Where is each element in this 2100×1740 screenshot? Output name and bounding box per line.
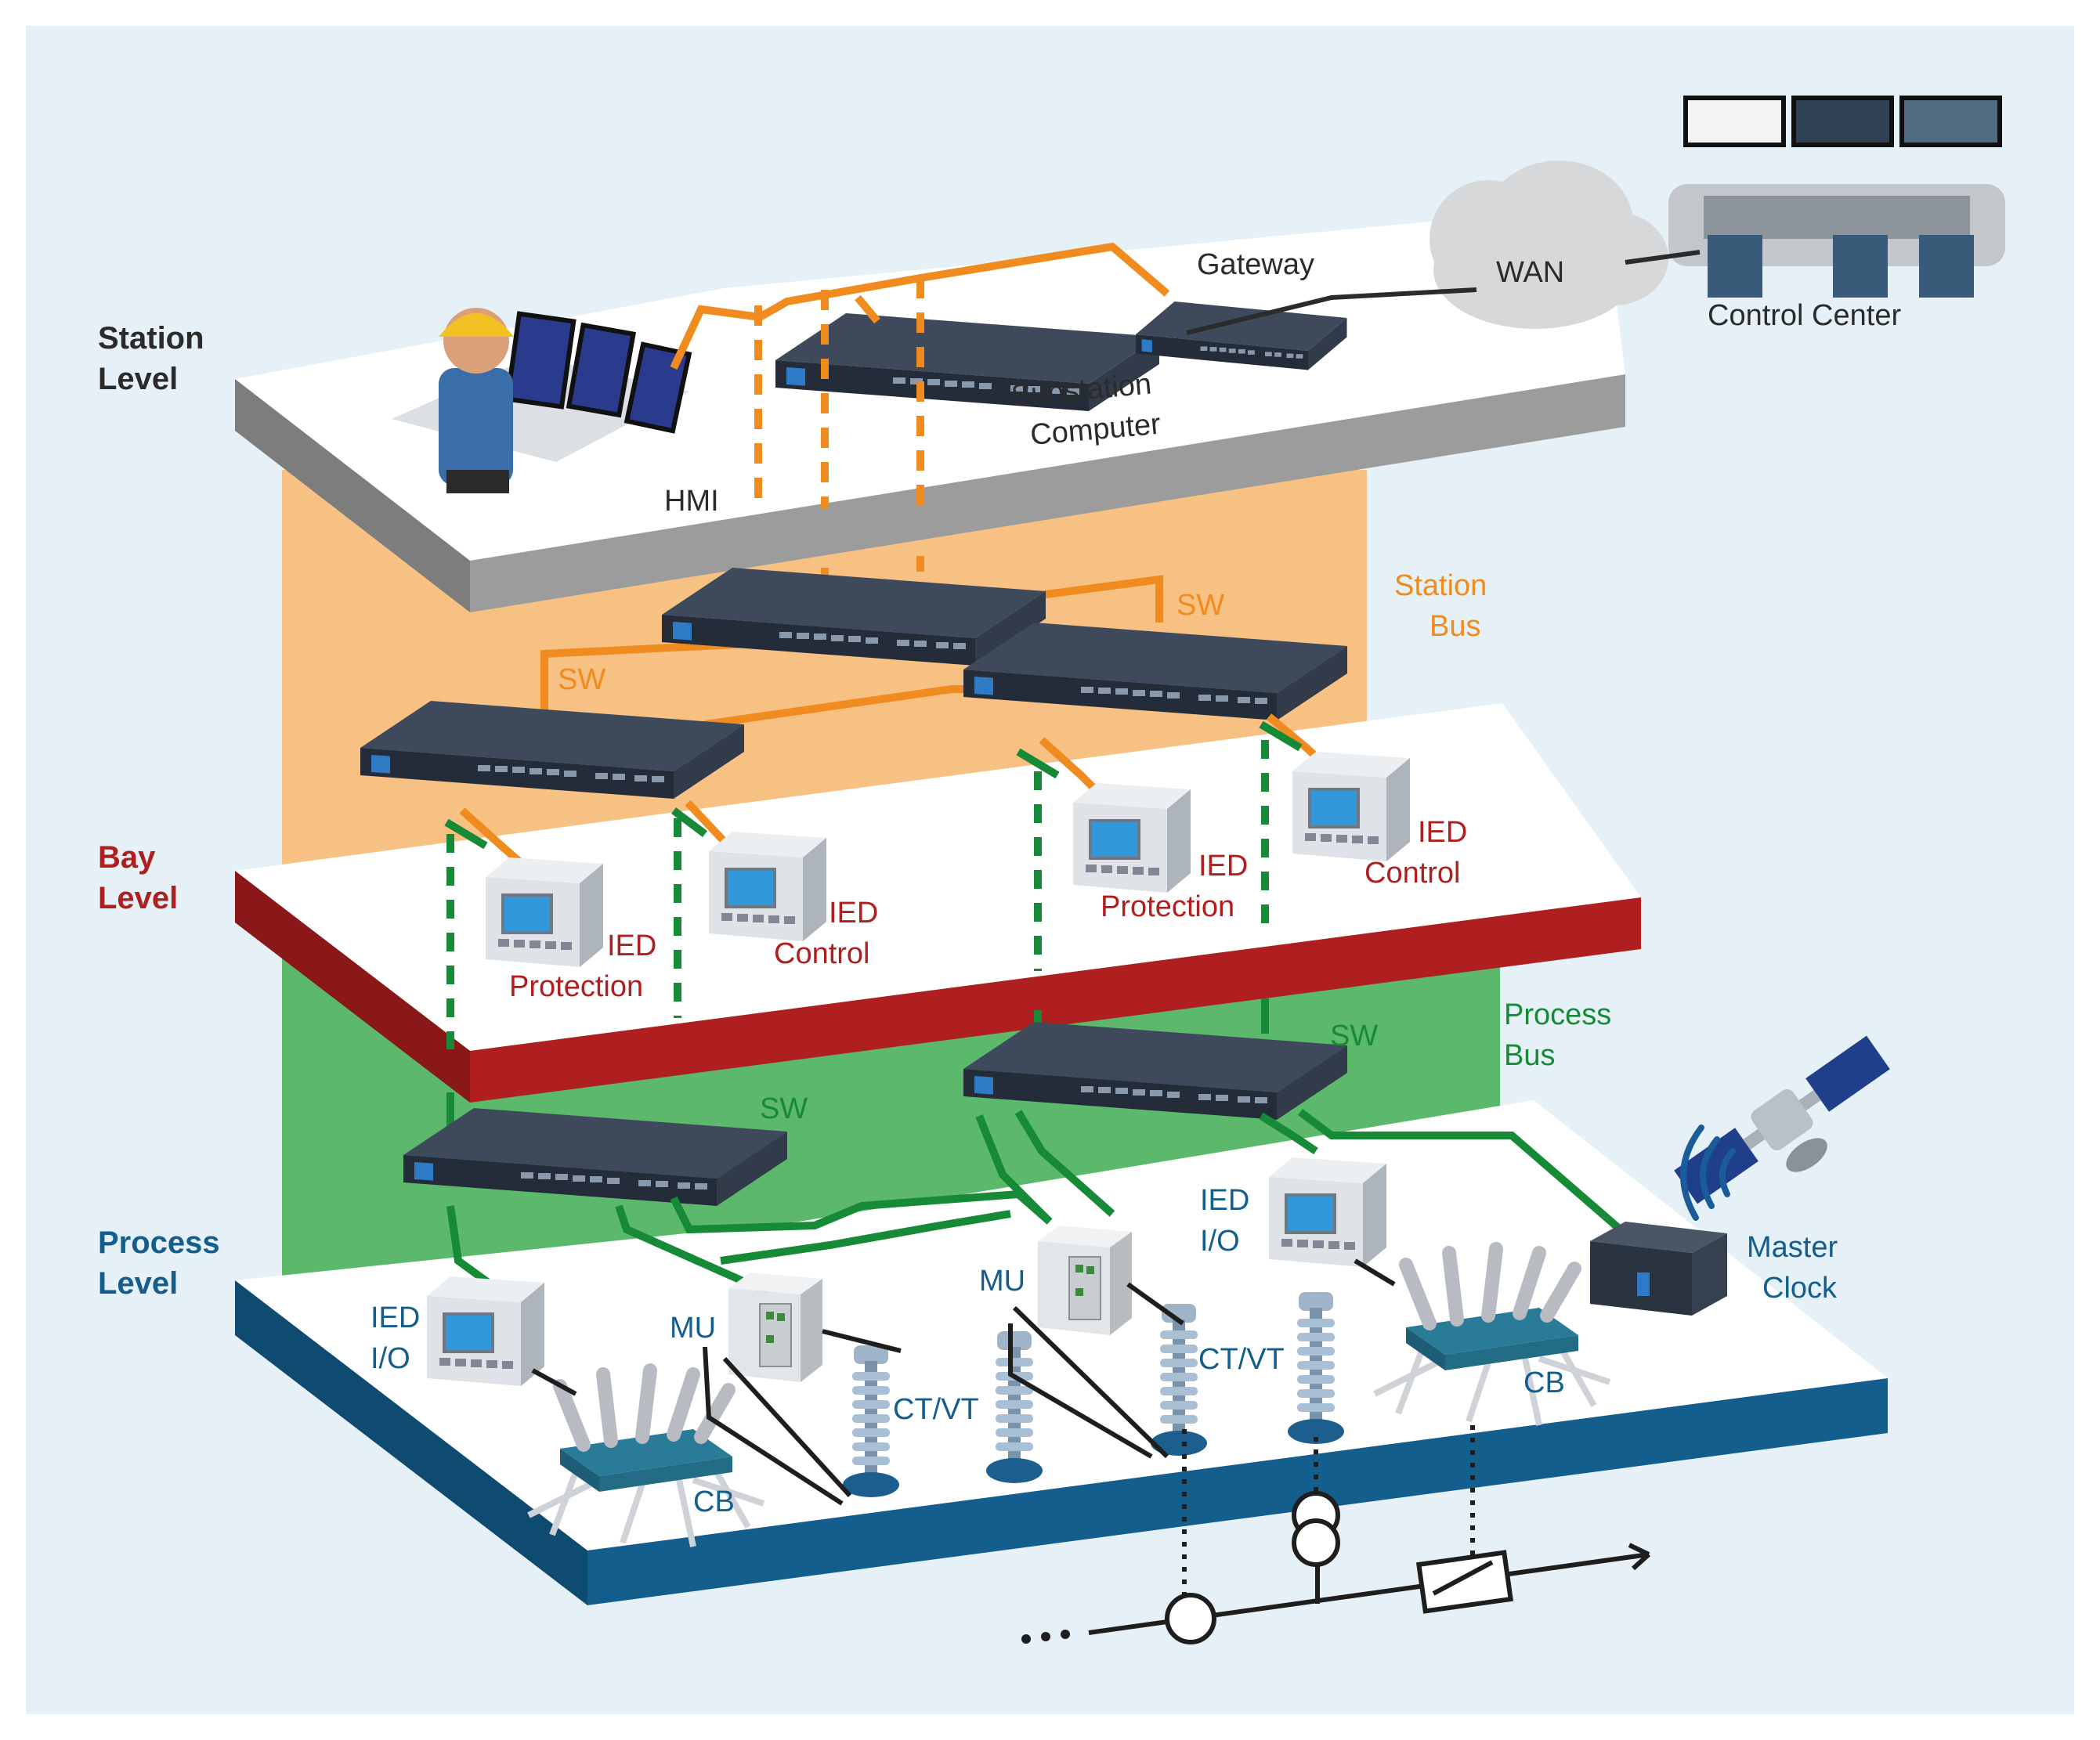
hmi-operator-workstation bbox=[392, 308, 692, 493]
ied-io-right-label-2: I/O bbox=[1200, 1225, 1240, 1258]
svg-text:Process Level: Process Level bbox=[98, 1226, 229, 1301]
station-bus-label-1: Station bbox=[1394, 569, 1487, 602]
svg-text:Process Bus: Process Bus bbox=[1504, 998, 1620, 1072]
svg-text:IED Protection: IED Protection bbox=[1101, 850, 1256, 923]
station-level-connections bbox=[670, 242, 1701, 370]
hmi-label: HMI bbox=[664, 485, 719, 518]
ied-protection-left bbox=[484, 856, 605, 969]
cb-label-left: CB bbox=[693, 1485, 735, 1518]
wan-cloud bbox=[1430, 161, 1668, 329]
svg-text:IED I/O: IED I/O bbox=[1200, 1184, 1258, 1258]
process-level-label-2: Level bbox=[98, 1266, 178, 1301]
ied-control-left-label-1: IED bbox=[829, 897, 878, 930]
process-bus-label-2: Bus bbox=[1504, 1039, 1555, 1072]
sw-label-right-process: SW bbox=[1330, 1020, 1378, 1052]
merging-unit-left bbox=[728, 1272, 823, 1383]
svg-text:Station Bus: Station Bus bbox=[1394, 569, 1495, 643]
ctvt-label-right: CT/VT bbox=[1198, 1343, 1285, 1376]
svg-text:Master Clock: Master Clock bbox=[1747, 1231, 1846, 1305]
ied-io-right bbox=[1267, 1156, 1388, 1269]
station-bus-dashed-links bbox=[754, 278, 924, 509]
cb-label-right: CB bbox=[1523, 1366, 1565, 1399]
bay-green-links bbox=[444, 720, 1303, 850]
master-clock-label-1: Master bbox=[1747, 1231, 1838, 1264]
wireless-signal-icon bbox=[1680, 1125, 1736, 1221]
control-center-room bbox=[1668, 96, 2005, 298]
sensor-wiring bbox=[531, 1258, 1396, 1506]
ied-protection-right bbox=[1072, 782, 1192, 894]
satellite-icon bbox=[1674, 1035, 1890, 1204]
process-level-label-1: Process bbox=[98, 1226, 220, 1260]
ied-io-left bbox=[425, 1275, 546, 1388]
merging-unit-right bbox=[1037, 1225, 1133, 1336]
bay-dashed-green-links bbox=[446, 740, 1269, 1049]
ied-io-left-label-1: IED bbox=[370, 1301, 420, 1334]
mu-label-left: MU bbox=[670, 1312, 716, 1345]
svg-text:IED Control: IED Control bbox=[1364, 816, 1476, 890]
sw-label-right-station: SW bbox=[1177, 589, 1224, 622]
station-bus-label-2: Bus bbox=[1430, 610, 1480, 643]
master-clock-label-2: Clock bbox=[1762, 1272, 1838, 1305]
ied-control-left-label-2: Control bbox=[774, 937, 870, 970]
station-level-label-2: Level bbox=[98, 362, 178, 396]
ied-protection-right-label-2: Protection bbox=[1101, 890, 1234, 923]
svg-text:IED I/O: IED I/O bbox=[370, 1301, 428, 1375]
ied-io-right-label-1: IED bbox=[1200, 1184, 1249, 1217]
ied-protection-left-label-1: IED bbox=[607, 930, 656, 962]
svg-text:IED Protection: IED Protection bbox=[509, 930, 665, 1003]
ied-control-right-label-2: Control bbox=[1364, 857, 1461, 890]
ied-control-left bbox=[707, 830, 828, 943]
sw-label-left-station: SW bbox=[558, 663, 605, 696]
wan-label: WAN bbox=[1496, 256, 1564, 289]
bay-level-label-2: Level bbox=[98, 881, 178, 915]
ied-protection-left-label-2: Protection bbox=[509, 970, 643, 1003]
ied-control-right bbox=[1291, 750, 1411, 863]
svg-text:Station Level: Station Level bbox=[98, 321, 213, 396]
control-center-label: Control Center bbox=[1708, 299, 1901, 332]
bay-level-plate bbox=[235, 703, 1641, 1103]
master-clock-device bbox=[1590, 1222, 1727, 1316]
gateway-label: Gateway bbox=[1197, 248, 1314, 281]
sw-label-left-process: SW bbox=[760, 1092, 808, 1125]
single-line-diagram bbox=[1088, 1425, 1651, 1644]
ied-control-right-label-1: IED bbox=[1418, 816, 1467, 849]
svg-text:Bay Level: Bay Level bbox=[98, 840, 178, 915]
ied-protection-right-label-1: IED bbox=[1198, 850, 1248, 883]
svg-text:IED Control: IED Control bbox=[774, 897, 887, 970]
process-bus-label-1: Process bbox=[1504, 998, 1611, 1031]
station-level-label-1: Station bbox=[98, 321, 204, 356]
mu-label-right: MU bbox=[979, 1265, 1025, 1298]
ctvt-label-left: CT/VT bbox=[893, 1393, 979, 1426]
ied-io-left-label-2: I/O bbox=[370, 1342, 410, 1375]
bay-level-label-1: Bay bbox=[98, 840, 156, 875]
continuation-dots bbox=[1021, 1630, 1070, 1644]
